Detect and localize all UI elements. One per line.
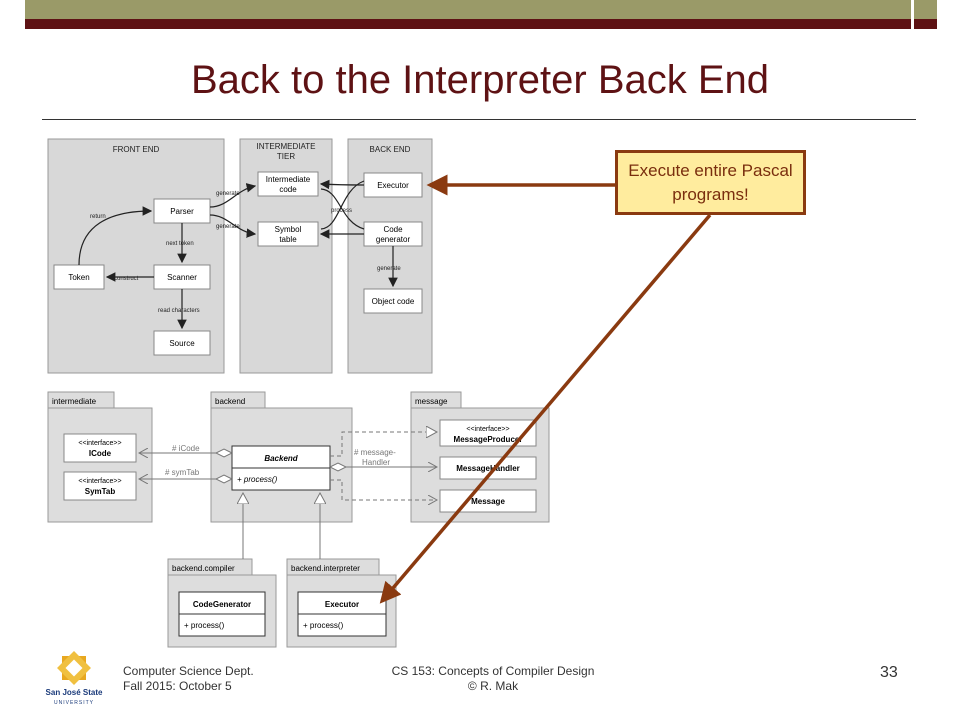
svg-text:backend: backend	[215, 397, 245, 406]
back-end-label: BACK END	[370, 145, 411, 154]
token-box: Token	[53, 264, 105, 290]
svg-text:+ process(): + process()	[303, 621, 344, 630]
header-corner-dark	[914, 19, 937, 29]
message-producer-class: MessageProducer	[454, 435, 523, 444]
svg-text:# message-: # message-	[354, 448, 396, 457]
backend-class: Backend	[264, 454, 298, 463]
header-bar-olive	[25, 0, 911, 19]
header-bar-dark	[25, 19, 911, 29]
parser-box: Parser	[153, 198, 211, 224]
sjsu-logo: San José State UNIVERSITY	[46, 651, 103, 706]
svg-text:UNIVERSITY: UNIVERSITY	[54, 700, 94, 706]
svg-text:construct: construct	[114, 276, 139, 282]
message-handler-class: MessageHandler	[456, 464, 520, 473]
svg-text:read characters: read characters	[158, 308, 200, 314]
footer-author: © R. Mak	[467, 679, 519, 693]
footer-center: CS 153: Concepts of Compiler Design © R.…	[380, 664, 606, 694]
svg-text:Object code: Object code	[372, 297, 415, 306]
intermediate-tier-label-1: INTERMEDIATE	[257, 142, 316, 151]
front-end-label: FRONT END	[113, 145, 160, 154]
source-box: Source	[153, 330, 211, 356]
symtab-class: SymTab	[85, 487, 116, 496]
svg-text:next token: next token	[166, 241, 194, 247]
footer-dept: Computer Science Dept.	[123, 664, 254, 678]
svg-text:<<interface>>: <<interface>>	[78, 478, 121, 485]
svg-text:Handler: Handler	[362, 458, 390, 467]
callout-arrows	[379, 174, 712, 604]
svg-text:Source: Source	[169, 339, 195, 348]
title-rule	[42, 119, 916, 120]
svg-text:Intermediate: Intermediate	[266, 175, 311, 184]
svg-text:generator: generator	[376, 235, 411, 244]
code-generator-box: Code generator	[363, 221, 423, 247]
logo-star-icon	[57, 651, 91, 685]
page-number: 33	[880, 664, 898, 681]
svg-text:code: code	[279, 185, 297, 194]
svg-text:message: message	[415, 397, 448, 406]
package-intermediate: intermediate <<interface>> ICode <<inter…	[47, 391, 153, 523]
diagram1-edge-labels: return next token construct read charact…	[90, 191, 401, 314]
svg-text:<<interface>>: <<interface>>	[466, 426, 509, 433]
svg-text:generate: generate	[216, 191, 240, 197]
svg-text:backend.interpreter: backend.interpreter	[291, 564, 360, 573]
svg-text:Executor: Executor	[377, 181, 409, 190]
svg-text:# iCode: # iCode	[172, 444, 200, 453]
uml-edge-labels: # iCode # symTab # message- Handler	[165, 444, 396, 477]
svg-text:generate: generate	[377, 266, 401, 272]
diagram1-connectors	[78, 179, 398, 330]
package-backend-compiler: backend.compiler CodeGenerator + process…	[167, 558, 277, 648]
svg-text:table: table	[279, 235, 297, 244]
package-backend: backend Backend + process()	[210, 391, 353, 523]
icode-class: ICode	[89, 449, 112, 458]
executor-box-1: Executor	[363, 172, 423, 198]
svg-text:Token: Token	[68, 273, 89, 282]
executor-class: Executor	[325, 600, 359, 609]
svg-text:Symbol: Symbol	[275, 225, 302, 234]
svg-text:return: return	[90, 214, 106, 220]
svg-text:<<interface>>: <<interface>>	[78, 440, 121, 447]
svg-text:+ process(): + process()	[237, 475, 278, 484]
svg-text:backend.compiler: backend.compiler	[172, 564, 235, 573]
callout-box: Execute entire Pascal programs!	[615, 150, 806, 215]
svg-text:Scanner: Scanner	[167, 273, 197, 282]
svg-text:+ process(): + process()	[184, 621, 225, 630]
scanner-box: Scanner	[153, 264, 211, 290]
uml-relations	[139, 432, 437, 559]
footer-date: Fall 2015: October 5	[123, 679, 232, 693]
object-code-box: Object code	[363, 288, 423, 314]
svg-text:# symTab: # symTab	[165, 468, 200, 477]
svg-text:process: process	[331, 208, 352, 214]
footer-course: CS 153: Concepts of Compiler Design	[391, 664, 595, 678]
svg-text:San José State: San José State	[46, 688, 103, 697]
message-class: Message	[471, 497, 505, 506]
intermediate-code-box: Intermediate code	[257, 171, 319, 197]
intermediate-tier-label-2: TIER	[277, 152, 295, 161]
svg-text:Code: Code	[383, 225, 403, 234]
svg-text:Parser: Parser	[170, 207, 194, 216]
symbol-table-box: Symbol table	[257, 221, 319, 247]
slide-title: Back to the Interpreter Back End	[190, 58, 770, 102]
package-backend-interpreter: backend.interpreter Executor + process()	[286, 558, 397, 648]
codegenerator-class: CodeGenerator	[193, 600, 251, 609]
package-message: message <<interface>> MessageProducer Me…	[410, 391, 550, 523]
svg-text:generate: generate	[216, 224, 240, 230]
header-corner-olive	[914, 0, 937, 19]
svg-text:intermediate: intermediate	[52, 397, 97, 406]
footer-left: Computer Science Dept. Fall 2015: Octobe…	[123, 664, 254, 694]
